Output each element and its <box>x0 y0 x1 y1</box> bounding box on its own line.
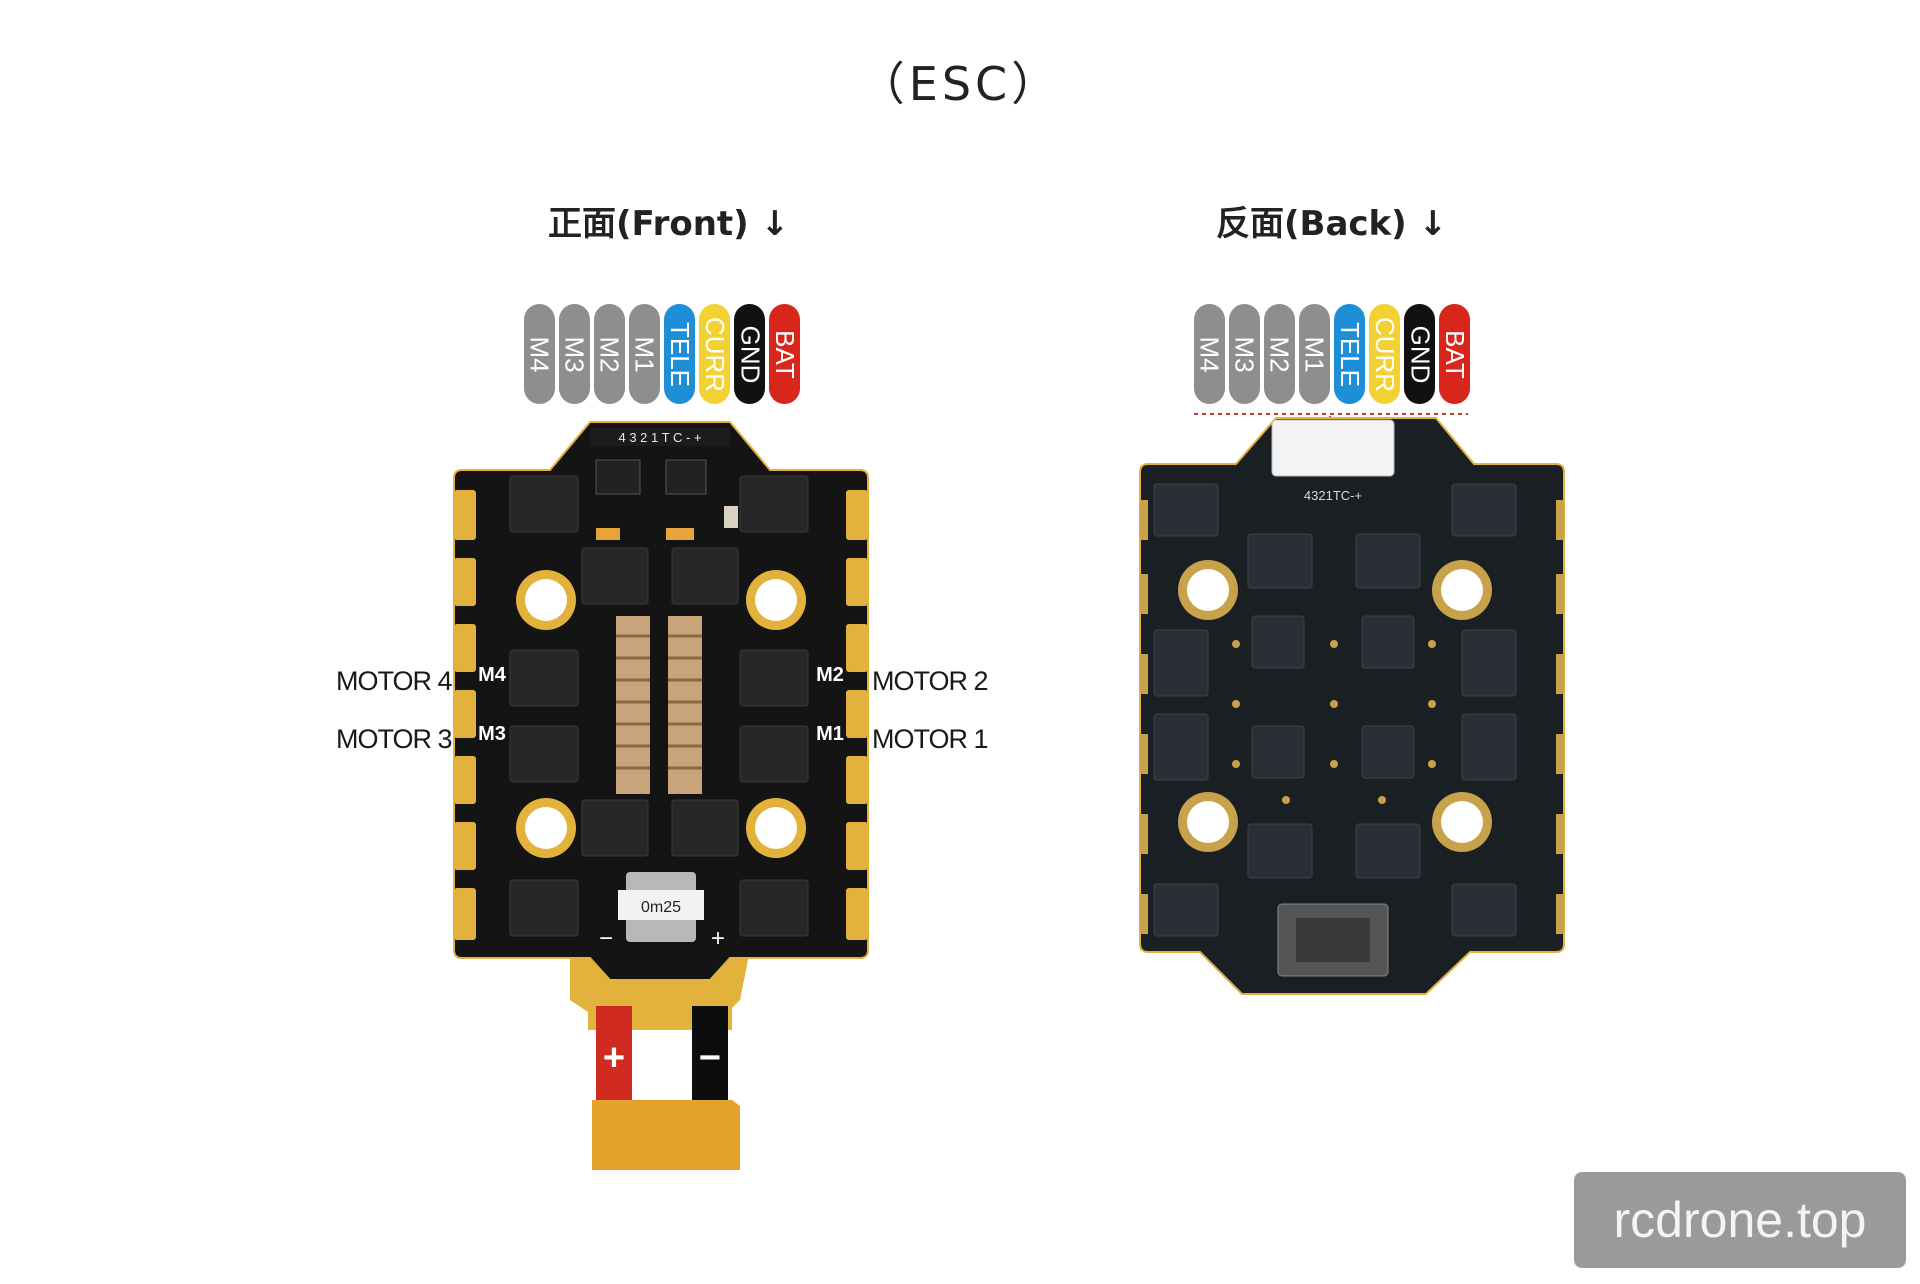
front-wire-plus-text: + <box>603 1037 625 1079</box>
back-mount-holes <box>1178 560 1492 852</box>
back-pin-m4: M4 <box>1194 304 1225 404</box>
front-pin-label: CURR <box>700 316 731 392</box>
motor4-label: MOTOR 4 <box>336 666 453 696</box>
back-pin-label: M4 <box>1195 335 1225 373</box>
back-chips <box>1153 483 1517 937</box>
front-pin-label: M3 <box>560 335 590 373</box>
watermark: rcdrone.top <box>1574 1172 1906 1268</box>
front-right-pads <box>846 490 868 940</box>
front-pin-m2: M2 <box>594 304 625 404</box>
front-plus-mark: + <box>711 925 725 952</box>
back-pin-curr: CURR <box>1369 304 1400 404</box>
front-pin-bat: BAT <box>769 304 800 404</box>
back-pin-label: BAT <box>1440 329 1471 379</box>
front-wire-negative <box>692 1006 728 1106</box>
front-wire-minus-text: − <box>699 1037 721 1079</box>
back-pin-m3: M3 <box>1229 304 1260 404</box>
front-pin-label: M4 <box>525 335 555 373</box>
back-connector <box>1271 419 1395 477</box>
back-esc-board: 4321TC-+ <box>1139 413 1565 995</box>
watermark-text: rcdrone.top <box>1613 1192 1867 1248</box>
back-pin-bat: BAT <box>1439 304 1470 404</box>
front-pin-gnd: GND <box>734 304 765 404</box>
back-connector-labels: 4321TC-+ <box>1304 488 1362 503</box>
back-pin-label: GND <box>1405 325 1435 383</box>
motor3-label: MOTOR 3 <box>336 724 453 754</box>
front-pin-curr: CURR <box>699 304 730 404</box>
front-pin-label: BAT <box>770 329 801 379</box>
back-pin-tele: TELE <box>1334 304 1365 404</box>
front-pin-m1: M1 <box>629 304 660 404</box>
front-pad-m2: M2 <box>816 664 844 686</box>
front-pin-label: TELE <box>665 321 695 387</box>
front-connector-labels: 4 3 2 1 T C - + <box>619 430 702 445</box>
front-shunt-text: 0m25 <box>641 899 681 916</box>
back-heading: 反面(Back) ↓ <box>1216 204 1448 244</box>
front-pin-m4: M4 <box>524 304 555 404</box>
front-minus-mark: − <box>599 925 613 952</box>
front-left-pads <box>454 490 476 940</box>
front-mosfets <box>509 475 809 937</box>
back-pin-gnd: GND <box>1404 304 1435 404</box>
front-pin-label: GND <box>735 325 765 383</box>
front-pad-m4: M4 <box>478 664 507 686</box>
front-xt-connector <box>592 1100 740 1170</box>
front-pin-label: M1 <box>630 335 660 373</box>
front-capacitors <box>616 616 702 794</box>
back-pin-m2: M2 <box>1264 304 1295 404</box>
back-pin-label: M2 <box>1265 335 1295 373</box>
front-mount-holes <box>516 570 806 858</box>
front-pin-label: M2 <box>595 335 625 373</box>
front-pad-m3: M3 <box>478 723 506 745</box>
page-title: （ESC） <box>858 57 1062 111</box>
back-pin-label: M1 <box>1300 335 1330 373</box>
front-pin-m3: M3 <box>559 304 590 404</box>
back-pin-label: TELE <box>1335 321 1365 387</box>
back-pin-label: CURR <box>1370 316 1401 392</box>
motor2-label: MOTOR 2 <box>872 666 989 696</box>
front-wire-positive <box>596 1006 632 1106</box>
back-pin-label: M3 <box>1230 335 1260 373</box>
front-pin-tele: TELE <box>664 304 695 404</box>
motor1-label: MOTOR 1 <box>872 724 989 754</box>
back-pin-m1: M1 <box>1299 304 1330 404</box>
front-esc-board: 4 3 2 1 T C - + 0m25 M4 M3 M2 M1 − + + − <box>453 421 869 1170</box>
front-heading: 正面(Front) ↓ <box>548 204 790 244</box>
front-pad-m1: M1 <box>816 723 844 745</box>
